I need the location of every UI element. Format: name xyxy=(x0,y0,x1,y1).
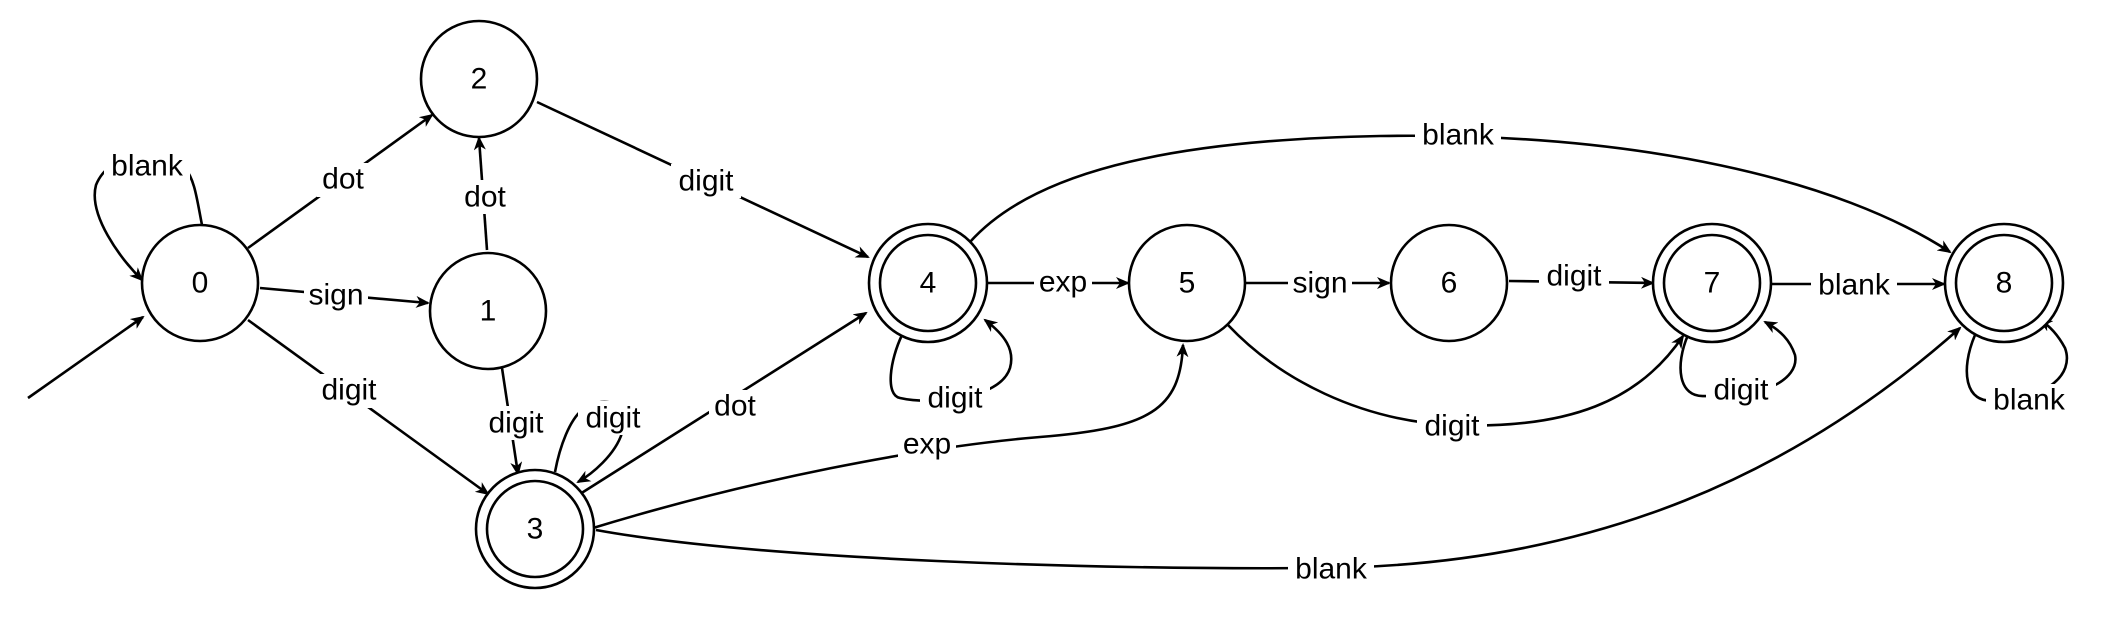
state-6: 6 xyxy=(1389,223,1509,343)
edge-label-text: blank xyxy=(1422,119,1495,152)
state-4-label: 4 xyxy=(920,267,937,300)
edge-label-text: dot xyxy=(464,181,506,214)
edge-label-text: digit xyxy=(927,382,983,415)
edge-label-text: digit xyxy=(678,165,734,198)
edge-label-4-8: blank xyxy=(1415,118,1501,152)
edge-label-0-2: dot xyxy=(317,163,369,197)
edge-label-8-8: blank xyxy=(1986,384,2072,418)
edge-label-1-3: digit xyxy=(481,406,551,440)
edge-3-5-exp xyxy=(592,343,1189,530)
edge-label-text: sign xyxy=(1292,267,1347,300)
edge-label-text: exp xyxy=(903,428,951,461)
edge-label-text: blank xyxy=(111,150,184,183)
state-2-label: 2 xyxy=(471,63,488,96)
state-5-label: 5 xyxy=(1179,267,1196,300)
edge-label-4-5: exp xyxy=(1034,266,1092,300)
state-0-label: 0 xyxy=(192,267,209,300)
edge-label-text: exp xyxy=(1039,266,1087,299)
edge-label-3-4: dot xyxy=(709,390,761,424)
state-1-label: 1 xyxy=(480,295,497,328)
edge-label-text: blank xyxy=(1295,553,1368,586)
state-0: 0 xyxy=(140,223,260,343)
edge-label-4-4: digit xyxy=(920,381,990,415)
state-3: 3 xyxy=(474,468,596,590)
edge-label-text: blank xyxy=(1818,269,1891,302)
state-6-label: 6 xyxy=(1441,267,1458,300)
state-7: 7 xyxy=(1651,222,1773,344)
state-1: 1 xyxy=(428,251,548,371)
edge-label-7-8: blank xyxy=(1811,268,1897,302)
edge-label-1-2: dot xyxy=(459,180,511,214)
state-8: 8 xyxy=(1943,222,2065,344)
edge-label-3-8: blank xyxy=(1288,552,1374,586)
state-7-label: 7 xyxy=(1704,267,1721,300)
state-4: 4 xyxy=(867,222,989,344)
edge-label-3-3: digit xyxy=(578,401,648,435)
edge-label-text: digit xyxy=(1713,374,1769,407)
edge-label-text: dot xyxy=(322,163,364,196)
edge-label-7-7: digit xyxy=(1706,373,1776,407)
edge-label-text: digit xyxy=(585,402,641,435)
edge-3-8-blank xyxy=(595,326,1962,570)
edge-label-text: digit xyxy=(1424,410,1480,443)
edge-label-text: dot xyxy=(714,390,756,423)
edge-label-text: blank xyxy=(1993,384,2066,417)
edge-label-2-4: digit xyxy=(671,164,741,198)
state-5: 5 xyxy=(1127,223,1247,343)
edge-label-text: digit xyxy=(488,407,544,440)
state-8-label: 8 xyxy=(1996,267,2013,300)
edge-label-text: digit xyxy=(1546,260,1602,293)
edge-label-text: digit xyxy=(321,374,377,407)
edge-label-0-3: digit xyxy=(314,374,384,408)
states: 0 1 2 3 4 5 6 7 xyxy=(140,19,2065,590)
state-2: 2 xyxy=(419,19,539,139)
edge-label-5-6: sign xyxy=(1288,266,1352,300)
edge-label-0-0: blank xyxy=(104,150,190,184)
edge-labels: blank dot sign digit dot digit digit di xyxy=(104,118,2072,586)
edge-4-8-blank xyxy=(969,134,1952,254)
edge-label-5-7: digit xyxy=(1417,409,1487,443)
edge-label-0-1: sign xyxy=(304,279,368,313)
edge-label-6-7: digit xyxy=(1539,259,1609,293)
state-3-label: 3 xyxy=(527,513,544,546)
initial-arrow xyxy=(27,315,145,400)
edge-label-text: sign xyxy=(308,279,363,312)
edge-label-3-5: exp xyxy=(898,428,956,462)
